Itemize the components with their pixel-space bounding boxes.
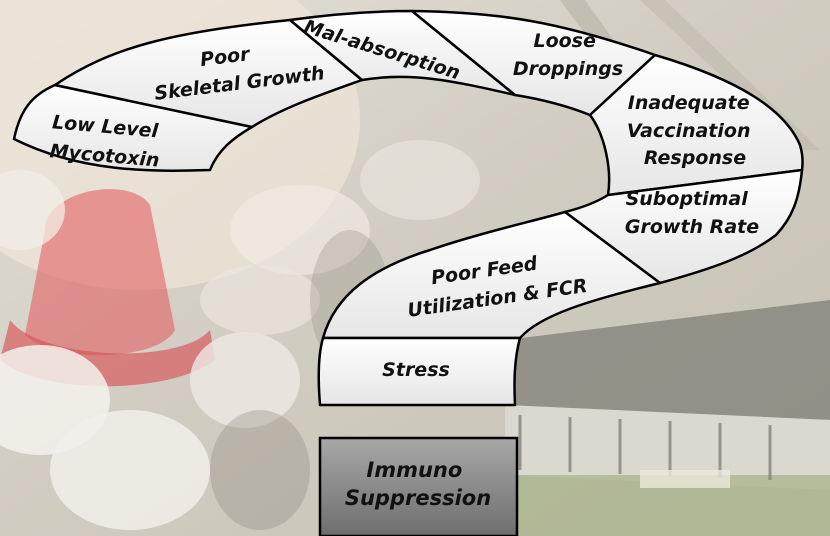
label-growth-rate-2: Growth Rate bbox=[625, 216, 759, 238]
label-growth-rate-1: Suboptimal bbox=[626, 188, 749, 210]
result-line-2: Suppression bbox=[345, 486, 491, 510]
label-droppings-1: Loose bbox=[533, 30, 596, 52]
svg-text:Inadequate Vaccination: Inadequate Vaccination Response bbox=[627, 92, 757, 169]
label-vaccination-1: Inadequate bbox=[628, 92, 750, 114]
label-stress: Stress bbox=[382, 359, 450, 381]
label-vaccination-2: Vaccination bbox=[627, 120, 751, 142]
label-vaccination-3: Response bbox=[644, 147, 746, 169]
result-line-1: Immuno bbox=[366, 458, 462, 482]
svg-text:Stress: Stress bbox=[382, 359, 450, 381]
label-droppings-2: Droppings bbox=[513, 58, 623, 80]
immuno-suppression-box: Immuno Suppression bbox=[320, 438, 517, 536]
